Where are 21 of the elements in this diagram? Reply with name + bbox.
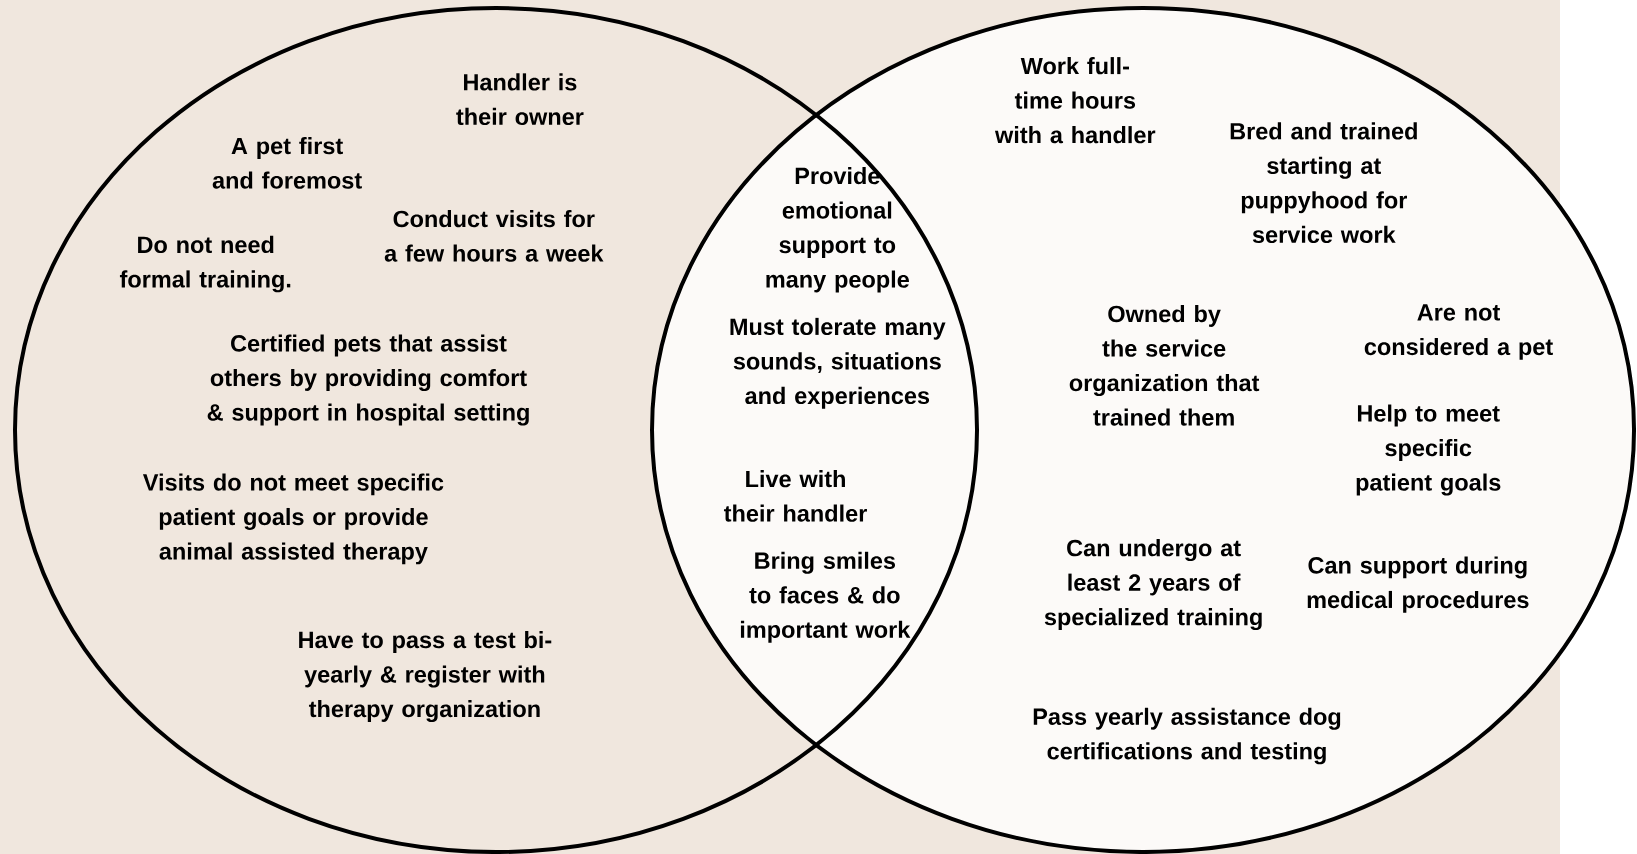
venn-text: Bred and trained starting at puppyhood for service work (1230, 122, 1417, 244)
venn-text: Certified pets that assist others by providing comfort & support in hospital setting (207, 334, 529, 426)
venn-text: Handler is their owner (456, 73, 584, 126)
venn-text: Owned by the service organization that trained them (1069, 305, 1260, 426)
venn-text: Have to pass a test bi-yearly & register with therapy organization (299, 631, 552, 722)
venn-text: Must tolerate many sounds, situations and experiences (730, 317, 946, 409)
venn-text: Do not need formal training. (119, 235, 291, 293)
venn-text: Can undergo at least 2 years of specialized training (1044, 539, 1262, 631)
venn-text: Conduct visits for a few hours a week (384, 210, 604, 262)
venn-text: A pet first and foremost (212, 137, 362, 189)
venn-text: Help to meet specific patient goals (1356, 404, 1501, 496)
venn-text: Pass yearly assistance dog certifications and testing (1033, 707, 1341, 765)
venn-text: Can support during medical procedures (1307, 556, 1529, 613)
venn-text: Work full-time hours with a handler (994, 57, 1156, 144)
venn-text: Provide emotional support to many people (766, 167, 909, 293)
venn-circle (650, 6, 1636, 854)
venn-circle (13, 6, 979, 854)
venn-text: Visits do not meet specific patient goals or provide animal assisted therapy (142, 473, 444, 565)
venn-text: Bring smiles to faces & do important work (740, 551, 911, 643)
venn-text: Are not considered a pet (1364, 304, 1553, 360)
venn-text: Live with their handler (724, 470, 867, 522)
